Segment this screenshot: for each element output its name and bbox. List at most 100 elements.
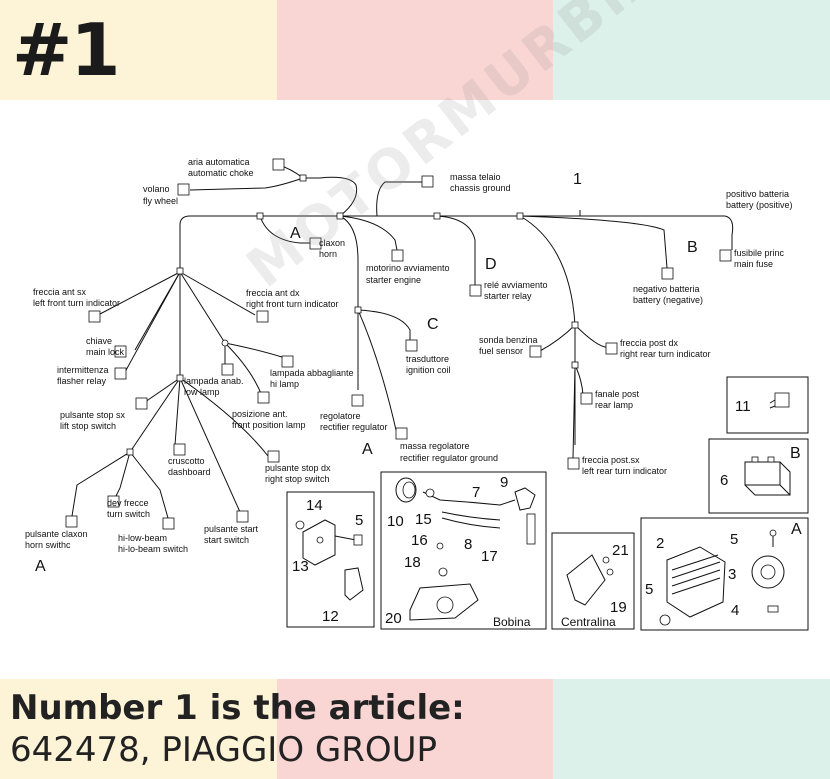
- part-18: 18: [404, 554, 421, 571]
- label-regolatore-it: regolatore: [320, 411, 361, 421]
- bobina-title: Bobina: [493, 615, 531, 629]
- part-4: 4: [731, 602, 739, 619]
- label-rele-it: relé avviamento: [484, 280, 548, 290]
- label-freccia-post-dx-it: freccia post dx: [620, 338, 679, 348]
- label-intermittenza-en: flasher relay: [57, 376, 107, 386]
- part-2: 2: [656, 535, 664, 552]
- label-chiave-it: chiave: [86, 336, 112, 346]
- label-fanale-it: fanale post: [595, 389, 640, 399]
- wiring-diagram: aria automatica automatic choke volano f…: [25, 157, 809, 631]
- label-stop-dx-en: right stop switch: [265, 474, 330, 484]
- label-massa-reg-it: massa regolatore: [400, 441, 470, 451]
- label-freccia-post-sx-it: freccia post.sx: [582, 455, 640, 465]
- part-7: 7: [472, 484, 480, 501]
- label-fusibile-en: main fuse: [734, 259, 773, 269]
- part-box-battery: 6 B: [708, 438, 809, 514]
- part-box-bracket: 14 5 13 12: [286, 491, 375, 628]
- label-start-it: pulsante start: [204, 524, 259, 534]
- part-12: 12: [322, 608, 339, 625]
- part-3: 3: [728, 566, 736, 583]
- label-hilo-en: hi-lo-beam switch: [118, 544, 188, 554]
- callout-b-top: B: [687, 239, 698, 256]
- header-band: [0, 0, 830, 100]
- label-massa-en: chassis ground: [450, 183, 511, 193]
- label-massa-it: massa telaio: [450, 172, 501, 182]
- part-16: 16: [411, 532, 428, 549]
- label-freccia-ant-dx-it: freccia ant dx: [246, 288, 300, 298]
- callout-d: D: [485, 256, 497, 273]
- label-lampada-anab-it: lampada anab.: [184, 376, 244, 386]
- label-motorino-en: starter engine: [366, 275, 421, 285]
- item-number: #1: [12, 8, 120, 92]
- label-stop-sx-it: pulsante stop sx: [60, 410, 126, 420]
- callout-a-regulator: A: [791, 521, 802, 538]
- callout-c: C: [427, 316, 439, 333]
- part-5-b: 5: [730, 531, 738, 548]
- label-abbagliante-en: hi lamp: [270, 379, 299, 389]
- label-aria-en: automatic choke: [188, 168, 254, 178]
- wire-labels: aria automatica automatic choke volano f…: [25, 157, 793, 554]
- label-abbagliante-it: lampada abbagliante: [270, 368, 354, 378]
- callout-1: 1: [573, 171, 582, 188]
- callout-a-mid: A: [362, 441, 373, 458]
- label-lampada-anab-en: low lamp: [184, 387, 220, 397]
- part-10: 10: [387, 513, 404, 530]
- label-motorino-it: motorino avviamento: [366, 263, 450, 273]
- callout-a-bottom: A: [35, 558, 46, 575]
- callout-a-top: A: [290, 225, 301, 242]
- label-fusibile-it: fusibile princ: [734, 248, 785, 258]
- front-harness-wires: [71, 271, 286, 519]
- label-positivo-it: positivo batteria: [726, 189, 789, 199]
- label-claxon-sw-it: pulsante claxon: [25, 529, 88, 539]
- label-claxon-sw-en: horn swithc: [25, 540, 71, 550]
- label-volano-en: fly wheel: [143, 196, 178, 206]
- part-box-regulator: 2 5 3 5 4 A: [640, 517, 809, 631]
- footer-band: [0, 679, 830, 779]
- label-dev-frecce-it: dev frecce: [107, 498, 149, 508]
- label-rele-en: starter relay: [484, 291, 532, 301]
- label-negativo-it: negativo batteria: [633, 284, 700, 294]
- label-volano-it: volano: [143, 184, 170, 194]
- label-dev-frecce-en: turn switch: [107, 509, 150, 519]
- label-positivo-en: battery (positive): [726, 200, 793, 210]
- label-posizione-it: posizione ant.: [232, 409, 288, 419]
- label-freccia-ant-dx-en: right front turn indicator: [246, 299, 339, 309]
- part-11: 11: [735, 398, 751, 415]
- label-cruscotto-it: cruscotto: [168, 456, 205, 466]
- callout-b-battery: B: [790, 445, 801, 462]
- label-massa-reg-en: rectifier regulator ground: [400, 453, 498, 463]
- label-hilo-it: hi-low-beam: [118, 533, 167, 543]
- part-17: 17: [481, 548, 498, 565]
- part-8: 8: [464, 536, 472, 553]
- label-claxon-en: horn: [319, 249, 337, 259]
- label-cruscotto-en: dashboard: [168, 467, 211, 477]
- label-sonda-it: sonda benzina: [479, 335, 538, 345]
- centralina-title: Centralina: [561, 615, 616, 629]
- label-fanale-en: rear lamp: [595, 400, 633, 410]
- label-freccia-ant-sx-en: left front turn indicator: [33, 298, 120, 308]
- harness-wires: [179, 164, 734, 459]
- label-freccia-ant-sx-it: freccia ant sx: [33, 287, 87, 297]
- label-posizione-en: front position lamp: [232, 420, 306, 430]
- label-trasduttore-it: trasduttore: [406, 354, 449, 364]
- label-freccia-post-sx-en: left rear turn indicator: [582, 466, 667, 476]
- label-claxon-it: claxon: [319, 238, 345, 248]
- label-start-en: start switch: [204, 535, 249, 545]
- part-14: 14: [306, 497, 323, 514]
- article-reference: 642478, PIAGGIO GROUP: [10, 730, 438, 770]
- label-stop-dx-it: pulsante stop dx: [265, 463, 331, 473]
- connectors: [65, 158, 732, 530]
- article-caption: Number 1 is the article:: [10, 688, 465, 728]
- part-19: 19: [610, 599, 627, 616]
- part-13: 13: [292, 558, 309, 575]
- part-5-a: 5: [355, 512, 363, 529]
- part-15: 15: [415, 511, 432, 528]
- part-5-c: 5: [645, 581, 653, 598]
- part-box-centralina: 21 19 Centralina: [551, 532, 635, 630]
- label-freccia-post-dx-en: right rear turn indicator: [620, 349, 711, 359]
- part-box-bobina: 9 7 10 15 8 16 17 18 20 Bobina: [380, 471, 547, 630]
- label-regolatore-en: rectifier regulator: [320, 422, 388, 432]
- label-stop-sx-en: lift stop switch: [60, 421, 116, 431]
- label-trasduttore-en: ignition coil: [406, 365, 451, 375]
- label-sonda-en: fuel sensor: [479, 346, 523, 356]
